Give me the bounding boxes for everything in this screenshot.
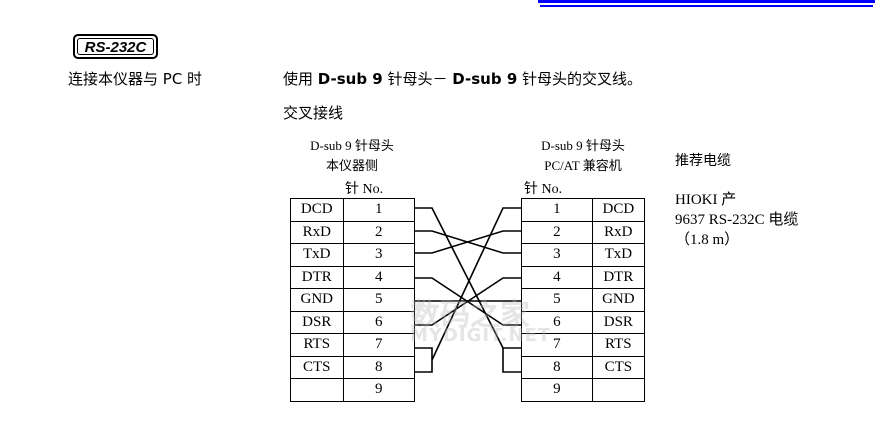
wire-txd-to-rxd bbox=[415, 230, 521, 254]
header-rule-thick bbox=[538, 0, 875, 3]
right-connector-caption: D-sub 9 针母头 PC/AT 兼容机 bbox=[521, 136, 645, 176]
recommended-cable: HIOKI 产 9637 RS-232C 电缆 （1.8 m） bbox=[675, 190, 798, 250]
pin-row: 9 bbox=[290, 378, 416, 402]
cable-length: （1.8 m） bbox=[675, 232, 740, 248]
signal-cell: DSR bbox=[591, 310, 646, 334]
right-rts-cts-loop bbox=[502, 347, 521, 373]
pin-cell: 9 bbox=[342, 378, 416, 402]
left-rts-cts-loop bbox=[415, 347, 433, 373]
signal-cell: DTR bbox=[290, 265, 344, 289]
text: D-sub 9 bbox=[452, 70, 518, 88]
signal-cell: RxD bbox=[290, 220, 344, 244]
pin-cell: 2 bbox=[521, 220, 593, 244]
caption-line: D-sub 9 针母头 bbox=[541, 138, 625, 153]
cable-model: 9637 RS-232C 电缆 bbox=[675, 212, 799, 228]
left-pin-header: 针 No. bbox=[345, 182, 384, 197]
signal-cell: CTS bbox=[591, 355, 646, 379]
caption-line: PC/AT 兼容机 bbox=[544, 158, 622, 173]
subheading: 交叉接线 bbox=[283, 104, 344, 122]
caption-line: D-sub 9 针母头 bbox=[310, 138, 394, 153]
text: 针母头－ bbox=[382, 70, 453, 88]
text: 针母头的交叉线。 bbox=[517, 70, 643, 88]
rs232c-badge: RS-232C bbox=[73, 34, 158, 59]
signal-cell bbox=[591, 378, 646, 402]
instruction-text: 使用 D-sub 9 针母头－ D-sub 9 针母头的交叉线。 bbox=[283, 68, 642, 89]
signal-cell: DTR bbox=[591, 265, 646, 289]
header-rule-thin bbox=[540, 5, 873, 7]
pin-cell: 1 bbox=[342, 198, 416, 222]
pin-row: 9 bbox=[521, 378, 646, 402]
signal-cell: DCD bbox=[591, 198, 646, 222]
signal-cell: RxD bbox=[591, 220, 646, 244]
section-heading: 连接本仪器与 PC 时 bbox=[68, 70, 203, 88]
signal-cell: RTS bbox=[290, 333, 344, 357]
text: D-sub 9 bbox=[317, 70, 383, 88]
caption-line: 本仪器侧 bbox=[325, 158, 378, 173]
cable-maker: HIOKI 产 bbox=[675, 192, 737, 208]
pin-cell: 2 bbox=[342, 220, 416, 244]
text: 使用 bbox=[283, 70, 318, 88]
left-connector-caption: D-sub 9 针母头 本仪器侧 bbox=[290, 136, 414, 176]
recommended-title: 推荐电缆 bbox=[675, 153, 731, 169]
signal-cell: DSR bbox=[290, 310, 344, 334]
signal-cell: TxD bbox=[290, 243, 344, 267]
wire-right-dcd-to-left-loop bbox=[431, 207, 521, 361]
signal-cell: DCD bbox=[290, 198, 344, 222]
right-pin-header: 针 No. bbox=[524, 182, 563, 197]
signal-cell: RTS bbox=[591, 333, 646, 357]
